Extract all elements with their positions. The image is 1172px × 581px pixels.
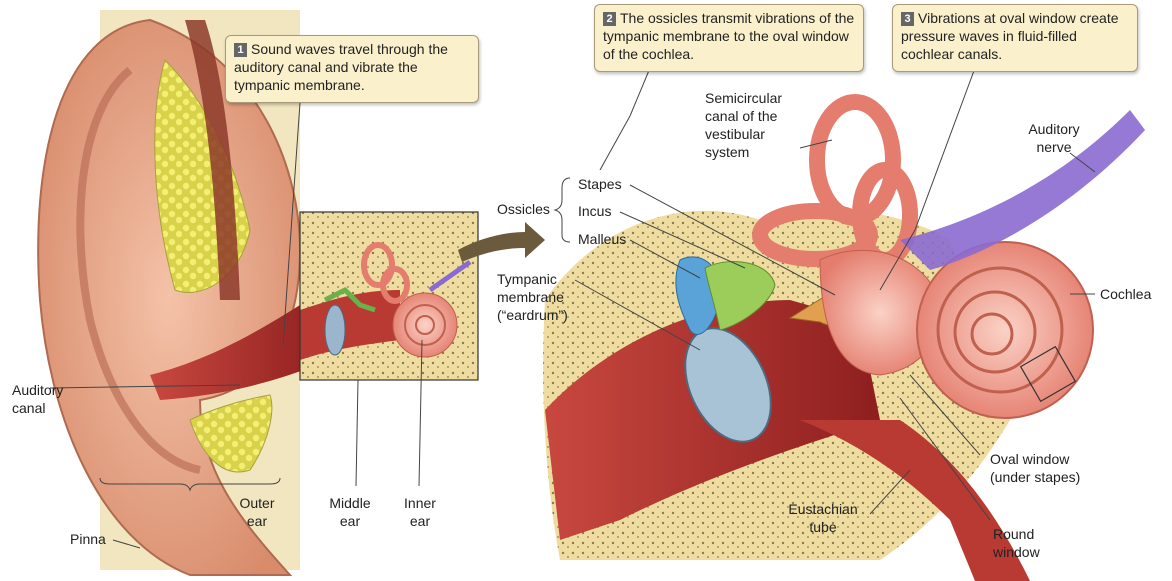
label-semicircular-canal: Semicircular canal of the vestibular sys… — [705, 89, 803, 161]
callout-number: 2 — [603, 12, 616, 26]
small-eardrum — [325, 305, 345, 355]
label-pinna: Pinna — [70, 530, 106, 548]
label-malleus: Malleus — [578, 230, 626, 248]
label-outer-ear: Outer ear — [232, 494, 282, 530]
label-tympanic-membrane: Tympanic membrane (“eardrum”) — [497, 270, 579, 324]
label-incus: Incus — [578, 202, 611, 220]
label-round-window: Round window — [993, 525, 1053, 561]
label-inner-ear: Inner ear — [396, 494, 444, 530]
label-cochlea: Cochlea — [1100, 285, 1151, 303]
label-ossicles: Ossicles — [497, 200, 550, 218]
cochlea-shape — [917, 242, 1093, 418]
label-eustachian-tube: Eustachian tube — [780, 500, 866, 536]
callout-text: Vibrations at oval window create pressur… — [901, 10, 1119, 62]
callout-text: Sound waves travel through the auditory … — [234, 41, 448, 93]
label-auditory-canal: Auditory canal — [12, 381, 72, 417]
label-stapes: Stapes — [578, 175, 622, 193]
label-auditory-nerve: Auditory nerve — [1018, 120, 1090, 156]
callout-text: The ossicles transmit vibrations of the … — [603, 10, 854, 62]
label-middle-ear: Middle ear — [318, 494, 382, 530]
callout-number: 3 — [901, 12, 914, 26]
label-oval-window: Oval window (under stapes) — [990, 450, 1105, 486]
callout-number: 1 — [234, 43, 247, 57]
